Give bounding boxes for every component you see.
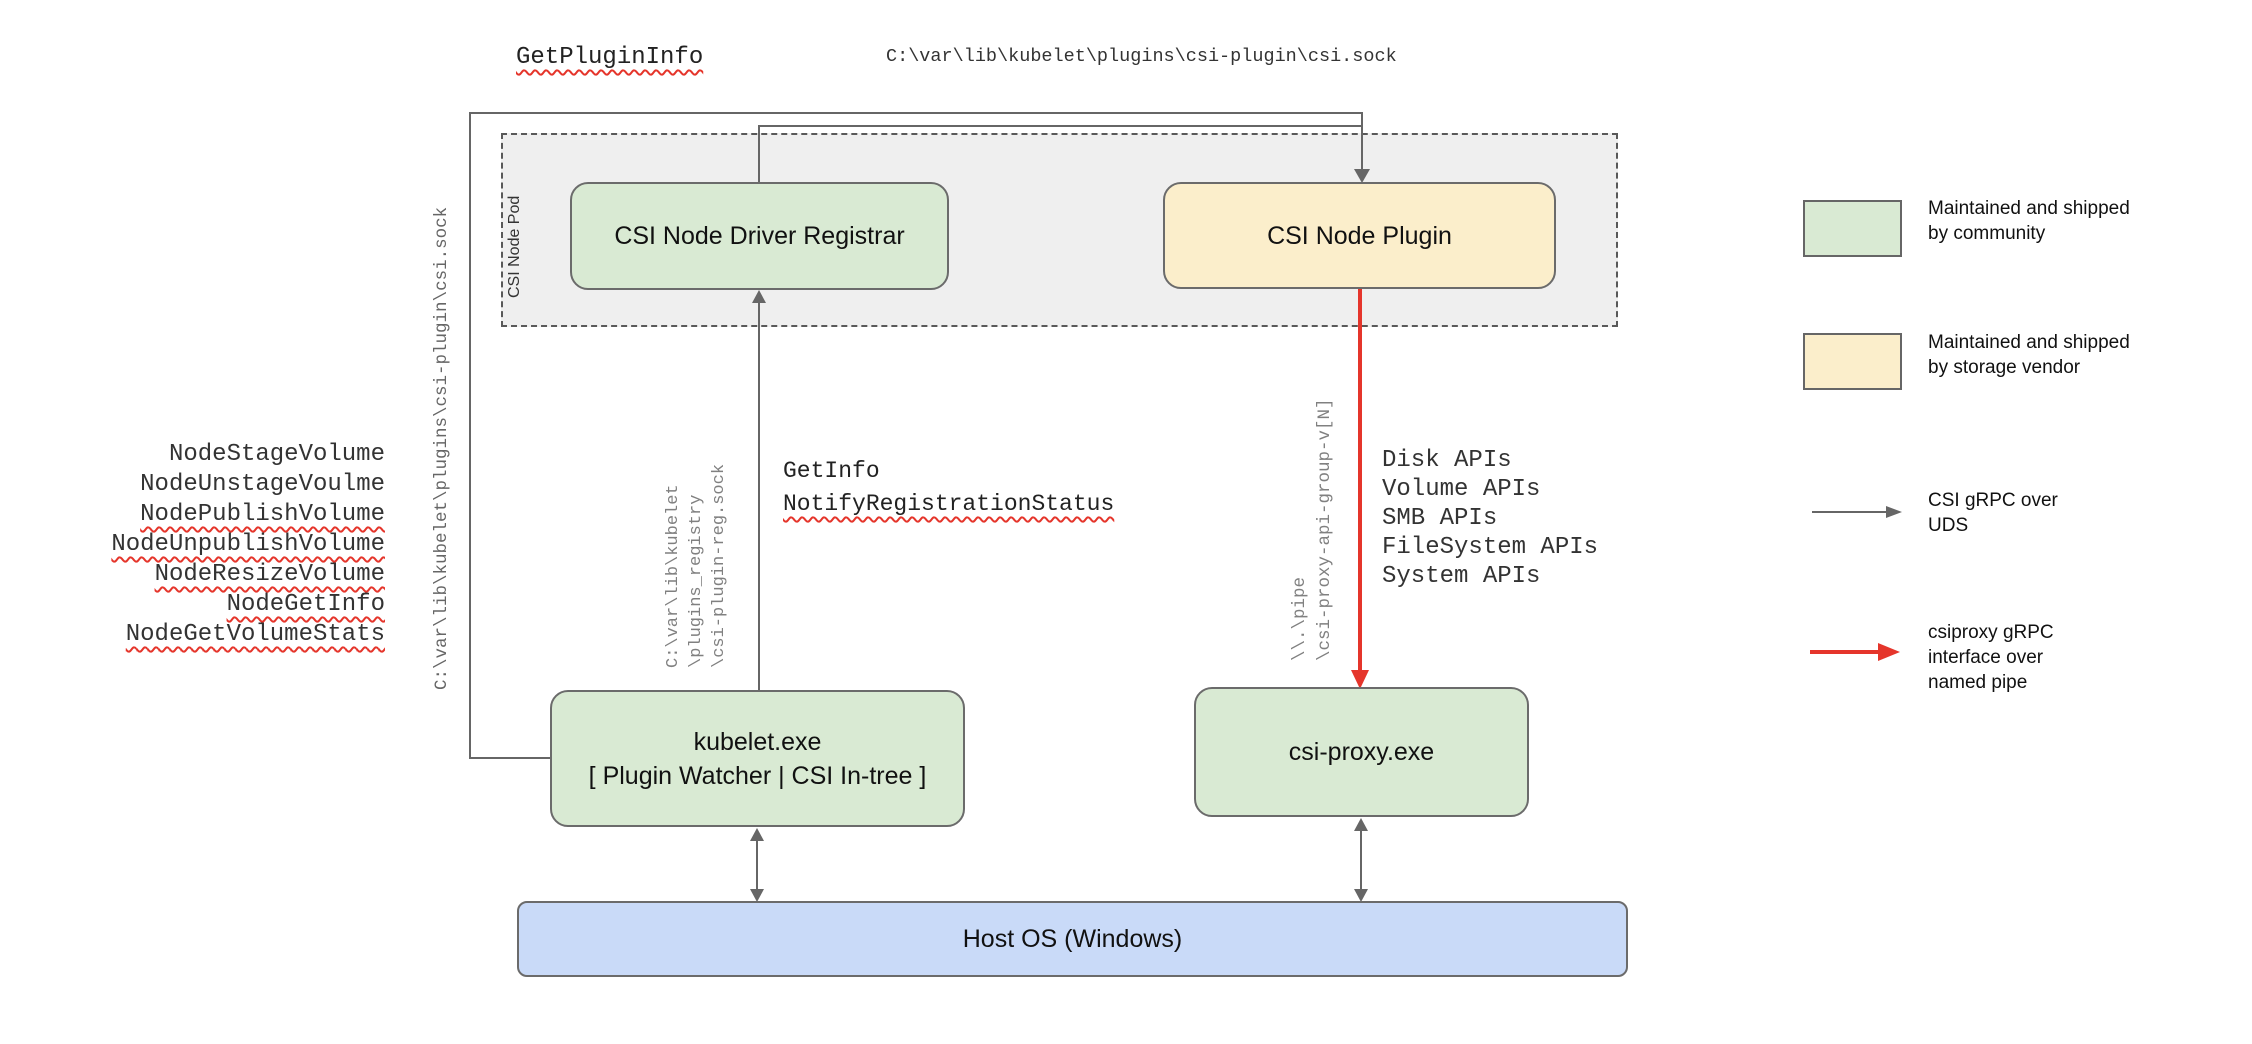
legend-swatch-vendor: [1803, 333, 1902, 390]
node-kubelet: kubelet.exe [ Plugin Watcher | CSI In-tr…: [550, 690, 965, 827]
get-plugin-info-label: GetPluginInfo: [516, 44, 704, 71]
rpc-node-publish-volume: NodePublishVolume: [140, 501, 385, 528]
api-smb: SMB APIs: [1382, 505, 1498, 532]
node-csi-proxy: csi-proxy.exe: [1194, 687, 1529, 817]
plugin-label: CSI Node Plugin: [1267, 221, 1452, 250]
edge-registrar-to-plugin: [758, 125, 1362, 182]
kubelet-label-line2: [ Plugin Watcher | CSI In-tree ]: [588, 761, 927, 790]
legend-pipe-label: csiproxy gRPC interface over named pipe: [1928, 622, 2054, 693]
csi-node-pod-label: CSI Node Pod: [506, 195, 523, 298]
pipe-line1: \\.\pipe: [1290, 576, 1310, 661]
registry-sock-line2: \plugins_registry: [687, 494, 706, 668]
arrowhead-into-csiproxy: [1351, 670, 1369, 689]
arrowhead-into-registrar: [752, 290, 766, 303]
legend-pipe-arrow-icon: [1810, 643, 1900, 661]
registry-sock-line3: \csi-plugin-reg.sock: [710, 463, 729, 668]
arrowhead-into-plugin: [1354, 169, 1370, 183]
legend-community-label: Maintained and shipped by community: [1928, 198, 2130, 244]
rpc-node-resize-volume: NodeResizeVolume: [154, 561, 385, 588]
csi-sock-path-top-label: C:\var\lib\kubelet\plugins\csi-plugin\cs…: [886, 46, 1397, 67]
rpc-node-unstage-volume: NodeUnstageVoulme: [140, 471, 385, 498]
notify-registration-status-label: NotifyRegistrationStatus: [783, 491, 1115, 517]
legend-swatch-community: [1803, 200, 1902, 257]
node-csi-node-driver-registrar: CSI Node Driver Registrar: [570, 182, 949, 290]
arrowhead-up-kubelet: [750, 828, 764, 841]
rpc-node-unpublish-volume: NodeUnpublishVolume: [111, 531, 385, 558]
registrar-label: CSI Node Driver Registrar: [614, 222, 905, 250]
api-volume: Volume APIs: [1382, 476, 1541, 503]
registry-sock-line1: C:\var\lib\kubelet: [664, 484, 683, 668]
api-filesystem: FileSystem APIs: [1382, 534, 1599, 561]
legend-vendor-label: Maintained and shipped by storage vendor: [1928, 332, 2130, 378]
rpc-node-get-volume-stats: NodeGetVolumeStats: [125, 621, 385, 648]
legend-uds-label: CSI gRPC over UDS: [1928, 490, 2058, 536]
named-pipe-path-label: \\.\pipe \csi-proxy-api-group-v[N]: [1288, 398, 1338, 661]
host-os-label: Host OS (Windows): [962, 925, 1183, 953]
csi-proxy-label: csi-proxy.exe: [1288, 738, 1435, 766]
get-info-label: GetInfo: [783, 458, 880, 484]
kubelet-label-line1: kubelet.exe: [693, 727, 822, 756]
legend-uds-arrow-icon: [1812, 506, 1902, 518]
api-disk: Disk APIs: [1382, 447, 1512, 474]
node-host-os: Host OS (Windows): [517, 901, 1628, 977]
node-rpc-list: NodeStageVolume NodeUnstageVoulme NodePu…: [85, 440, 385, 650]
rpc-node-get-info: NodeGetInfo: [226, 591, 385, 618]
registration-rpcs: GetInfo NotifyRegistrationStatus: [783, 455, 1114, 521]
arrowhead-down-hostos-right: [1354, 889, 1368, 902]
proxy-api-list: Disk APIs Volume APIs SMB APIs FileSyste…: [1382, 446, 1598, 591]
node-csi-node-plugin: CSI Node Plugin: [1163, 182, 1556, 289]
edge-kubelet-to-plugin: [469, 112, 1363, 759]
registry-sock-path-label: C:\var\lib\kubelet \plugins_registry \cs…: [662, 464, 731, 668]
rpc-node-stage-volume: NodeStageVolume: [168, 441, 385, 468]
arrowhead-up-csiproxy: [1354, 818, 1368, 831]
arrowhead-down-hostos-left: [750, 889, 764, 902]
csi-sock-path-left-label: C:\var\lib\kubelet\plugins\csi-plugin\cs…: [432, 206, 452, 690]
api-system: System APIs: [1382, 563, 1541, 590]
pipe-line2: \csi-proxy-api-group-v[N]: [1315, 398, 1335, 661]
